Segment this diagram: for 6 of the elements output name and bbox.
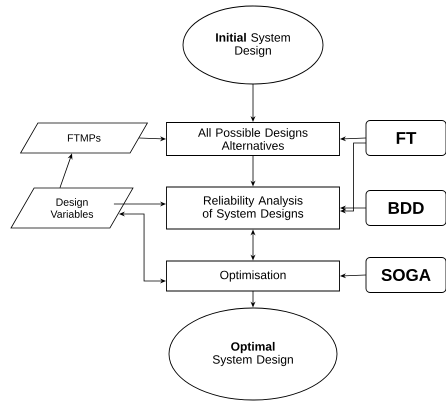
method-box: SOGA [366, 257, 446, 293]
process-box: All Possible Designs Alternatives [166, 122, 340, 156]
method-box: BDD [366, 190, 446, 226]
method-box: FT [366, 120, 446, 156]
process-box: Reliability Analysis of System Designs [166, 186, 340, 230]
process-box: Optimisation [166, 260, 340, 292]
